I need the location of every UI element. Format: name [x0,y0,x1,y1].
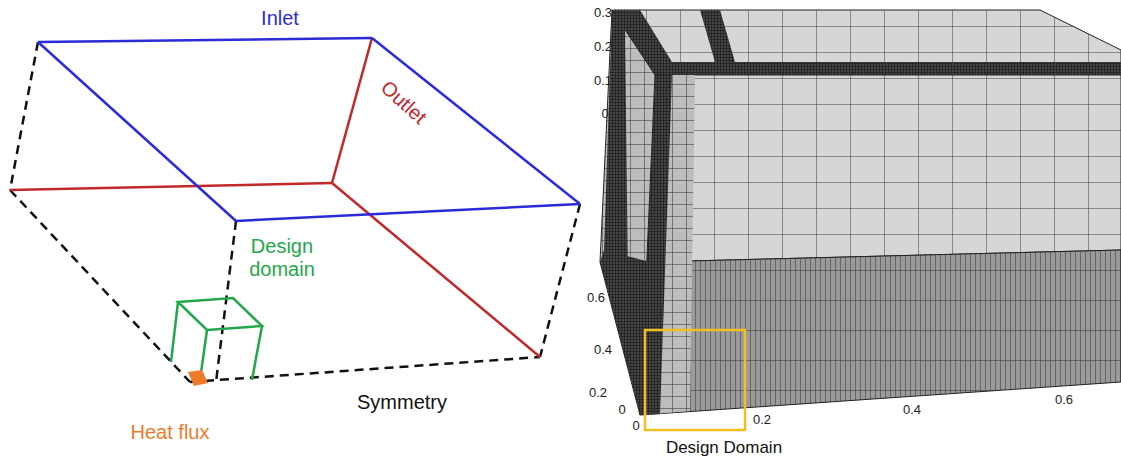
axis-tick: 0.6 [587,291,605,306]
axis-tick: 0 [632,419,639,434]
axis-tick: 0.2 [589,386,607,401]
boundary-label: Heat flux [131,421,210,444]
axis-tick: 0 [601,107,608,122]
axis-tick: 0.4 [594,343,612,358]
boundary-label: Outlet [376,76,431,129]
axis-tick: 0.6 [1055,393,1073,408]
axis-tick: 0.1 [594,74,612,89]
axis-tick: 0.4 [903,403,921,418]
mesh-render [600,10,1121,430]
axis-tick: 0.2 [594,40,612,55]
axis-tick: 0.3 [594,6,612,21]
axis-tick: 0.2 [753,413,771,428]
figure-caption: Design Domain [666,438,782,458]
boundary-label: Inlet [261,7,299,30]
axis-tick: 0 [618,403,625,418]
boundary-label: Symmetry [357,391,447,414]
region-label: Design domain [242,235,322,281]
domain-wireframe [10,38,580,386]
